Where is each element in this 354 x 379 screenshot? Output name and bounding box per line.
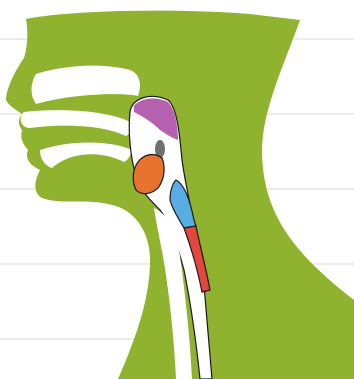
pharynx-anatomy-diagram <box>0 0 354 379</box>
pharynx-cross-section <box>0 0 354 379</box>
